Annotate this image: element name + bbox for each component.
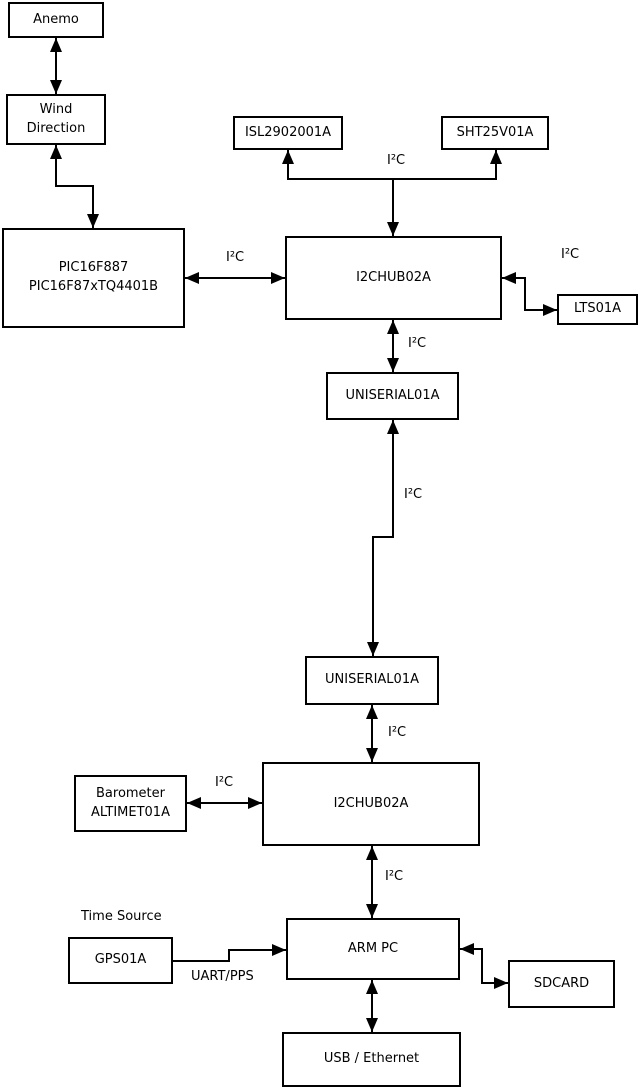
edge-armpc-sdcard bbox=[460, 943, 508, 989]
node-i2chub02a-lower-label: I2CHUB02A bbox=[333, 795, 409, 811]
node-isl2902001a: ISL2902001A bbox=[233, 116, 343, 150]
node-sdcard: SDCARD bbox=[508, 960, 615, 1008]
node-anemo: Anemo bbox=[8, 2, 104, 38]
bus-label-i2c-baro-hub2: I²C bbox=[215, 775, 234, 790]
edge-hub1-lts bbox=[502, 272, 557, 316]
node-pic16f887-label: PIC16F887 PIC16F87xTQ4401B bbox=[28, 260, 159, 294]
node-wind-direction-label: Wind Direction bbox=[26, 101, 86, 136]
node-i2chub02a-lower: I2CHUB02A bbox=[262, 762, 480, 846]
node-uniserial01a-lower: UNISERIAL01A bbox=[305, 656, 439, 705]
edge-gps-armpc bbox=[173, 944, 286, 962]
node-usb-ethernet: USB / Ethernet bbox=[282, 1032, 461, 1087]
node-arm-pc-label: ARM PC bbox=[347, 940, 399, 956]
node-usb-ethernet-label: USB / Ethernet bbox=[323, 1051, 420, 1067]
node-lts01a-label: LTS01A bbox=[573, 301, 622, 317]
bus-label-i2c-hub2-armpc: I²C bbox=[385, 869, 404, 884]
node-uniserial01a-upper-label: UNISERIAL01A bbox=[345, 387, 440, 403]
node-lts01a: LTS01A bbox=[557, 294, 638, 325]
label-uart-pps: UART/PPS bbox=[191, 969, 254, 984]
bus-label-i2c-pic-hub: I²C bbox=[226, 250, 245, 265]
node-wind-direction: Wind Direction bbox=[6, 94, 106, 145]
bus-label-i2c-hub-uniserial: I²C bbox=[408, 336, 427, 351]
node-sdcard-label: SDCARD bbox=[533, 975, 590, 991]
node-gps01a: GPS01A bbox=[68, 937, 173, 984]
bus-label-i2c-uniserial-link: I²C bbox=[404, 487, 423, 502]
edge-uniserial1-uniserial2 bbox=[367, 420, 399, 656]
node-sht25v01a-label: SHT25V01A bbox=[456, 124, 534, 140]
bus-label-i2c-hub-lts: I²C bbox=[561, 247, 580, 262]
node-arm-pc: ARM PC bbox=[286, 918, 460, 980]
node-uniserial01a-lower-label: UNISERIAL01A bbox=[325, 672, 419, 688]
node-anemo-label: Anemo bbox=[33, 11, 79, 27]
edge-wind-pic bbox=[50, 145, 99, 228]
node-barometer-altimet01a: Barometer ALTIMET01A bbox=[74, 775, 187, 832]
label-time-source: Time Source bbox=[81, 909, 162, 924]
node-i2chub02a-upper-label: I2CHUB02A bbox=[356, 269, 431, 285]
node-sht25v01a: SHT25V01A bbox=[441, 116, 549, 150]
node-pic16f887: PIC16F887 PIC16F87xTQ4401B bbox=[2, 228, 185, 328]
node-isl2902001a-label: ISL2902001A bbox=[244, 124, 332, 140]
bus-label-i2c-uniserial-hub2: I²C bbox=[388, 725, 407, 740]
node-gps01a-label: GPS01A bbox=[94, 952, 147, 968]
bus-label-i2c-isl-sht: I²C bbox=[387, 153, 406, 168]
node-barometer-altimet01a-label: Barometer ALTIMET01A bbox=[91, 785, 170, 820]
node-uniserial01a-upper: UNISERIAL01A bbox=[326, 372, 459, 420]
node-i2chub02a-upper: I2CHUB02A bbox=[285, 236, 502, 320]
